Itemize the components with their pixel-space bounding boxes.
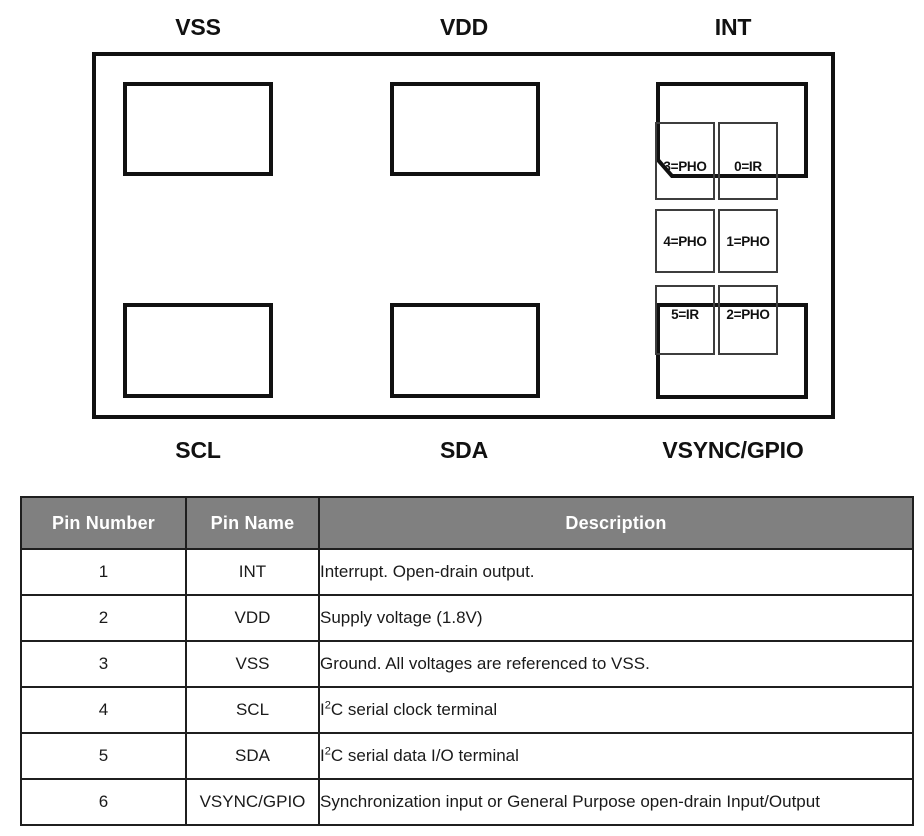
cell-pin-number: 1 — [20, 548, 187, 596]
cell-description: Supply voltage (1.8V) — [318, 594, 914, 642]
pin-label-scl-bottom: SCL — [175, 437, 221, 463]
cell-description: I2C serial data I/O terminal — [318, 732, 914, 780]
cell-description: Interrupt. Open-drain output. — [318, 548, 914, 596]
zone-cell-0-label: 0=IR — [734, 158, 762, 174]
cell-description: I2C serial clock terminal — [318, 686, 914, 734]
pad-vsync-gpio — [656, 303, 808, 399]
zone-cell-5: 5=IR — [655, 285, 715, 355]
zone-cell-3: 3=PHO — [655, 122, 715, 200]
cell-pin-number: 2 — [20, 594, 187, 642]
pad-sda — [390, 303, 540, 398]
cell-pin-number: 5 — [20, 732, 187, 780]
cell-pin-number: 6 — [20, 778, 187, 826]
zone-matrix: 3=PHO 0=IR 4=PHO 1=PHO 5=IR 2=PHO — [655, 122, 781, 356]
zone-cell-4-label: 4=PHO — [663, 233, 707, 249]
pin-label-sda-bottom: SDA — [440, 437, 488, 463]
pin-label-vdd-top: VDD — [440, 14, 488, 40]
zone-cell-2-label: 2=PHO — [726, 306, 770, 322]
pin-label-vss-top: VSS — [175, 14, 221, 40]
pad-int — [656, 82, 808, 178]
cell-pin-name: SDA — [185, 732, 320, 780]
zone-cell-5-label: 5=IR — [671, 306, 699, 322]
table-header-row: Pin Number Pin Name Description — [20, 496, 914, 550]
column-header-pin-name: Pin Name — [185, 496, 320, 550]
table-header: Pin Number Pin Name Description — [20, 496, 914, 550]
zone-cell-0: 0=IR — [718, 122, 778, 200]
cell-pin-name: VDD — [185, 594, 320, 642]
pad-int-chamfer-shape — [656, 82, 808, 178]
zone-cell-1: 1=PHO — [718, 209, 778, 273]
cell-description: Synchronization input or General Purpose… — [318, 778, 914, 826]
cell-pin-name: INT — [185, 548, 320, 596]
cell-pin-name: VSYNC/GPIO — [185, 778, 320, 826]
zone-cell-1-label: 1=PHO — [726, 233, 770, 249]
cell-description: Ground. All voltages are referenced to V… — [318, 640, 914, 688]
pad-vss — [123, 82, 273, 176]
column-header-pin-number: Pin Number — [20, 496, 187, 550]
column-header-description: Description — [318, 496, 914, 550]
pad-scl — [123, 303, 273, 398]
zone-cell-3-label: 3=PHO — [663, 158, 707, 174]
pad-vdd — [390, 82, 540, 176]
zone-cell-2: 2=PHO — [718, 285, 778, 355]
zone-cell-4: 4=PHO — [655, 209, 715, 273]
cell-pin-number: 3 — [20, 640, 187, 688]
cell-pin-name: VSS — [185, 640, 320, 688]
package-pinout-diagram: VSS VDD INT 3=PHO 0=IR 4=PHO 1=PHO 5=IR … — [92, 14, 835, 463]
pin-label-int-top: INT — [714, 14, 752, 40]
cell-pin-number: 4 — [20, 686, 187, 734]
cell-pin-name: SCL — [185, 686, 320, 734]
pin-label-vsync-bottom: VSYNC/GPIO — [662, 437, 804, 463]
